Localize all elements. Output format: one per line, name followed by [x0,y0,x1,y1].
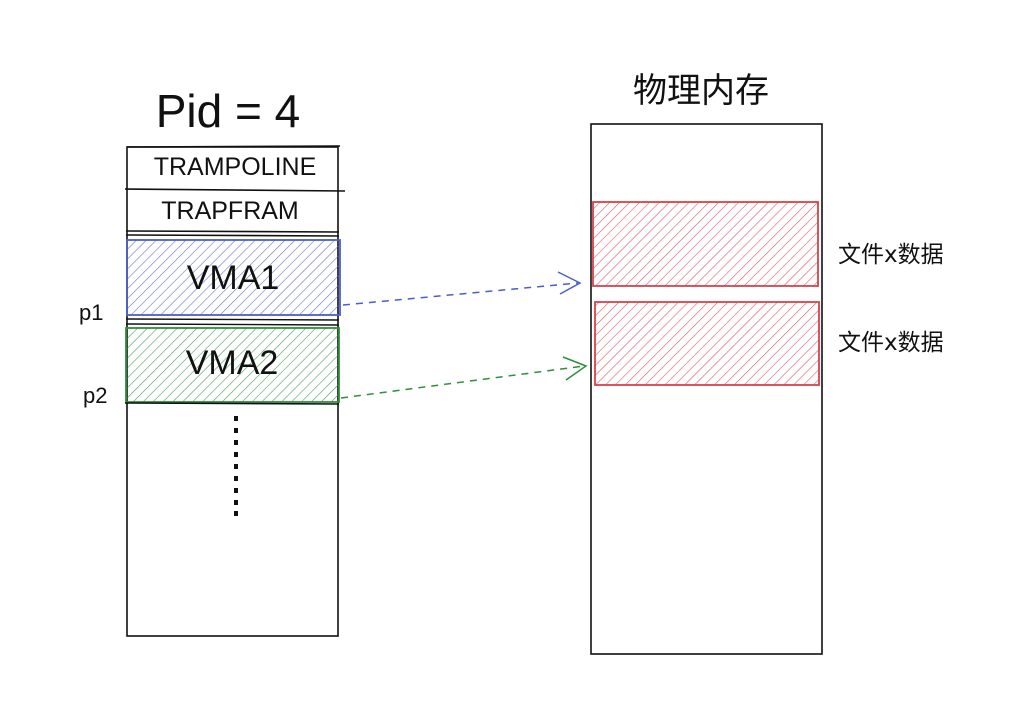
file-data-label: 文件x数据 [838,242,944,268]
physical-memory: 物理内存 文件x数据 文件x数据 [590,71,944,655]
file-data-block: 文件x数据 [594,301,944,386]
ellipsis-dots [234,416,238,516]
process-title: Pid = 4 [156,85,301,137]
vma1-segment: VMA1 [125,239,341,326]
trapframe-segment: TRAPFRAM [125,197,340,237]
process-address-space: Pid = 4 TRAMPOLINE TRAPFRAM VMA1 VMA2 [79,85,346,637]
trampoline-segment: TRAMPOLINE [124,145,346,192]
trapframe-label: TRAPFRAM [161,197,299,225]
vma1-label: VMA1 [187,259,280,297]
vma1-mapping-arrow [342,271,582,306]
physical-memory-column [590,123,823,655]
vma2-segment: VMA2 [124,327,340,405]
trampoline-label: TRAMPOLINE [154,153,317,181]
vma2-label: VMA2 [186,344,279,382]
vma2-mapping-arrow [340,356,588,399]
file-data-label: 文件x数据 [838,330,944,356]
file-data-block: 文件x数据 [592,201,944,287]
physical-memory-title: 物理内存 [633,71,769,111]
pointer-p2-label: p2 [83,383,107,408]
pointer-p1-label: p1 [79,300,103,325]
